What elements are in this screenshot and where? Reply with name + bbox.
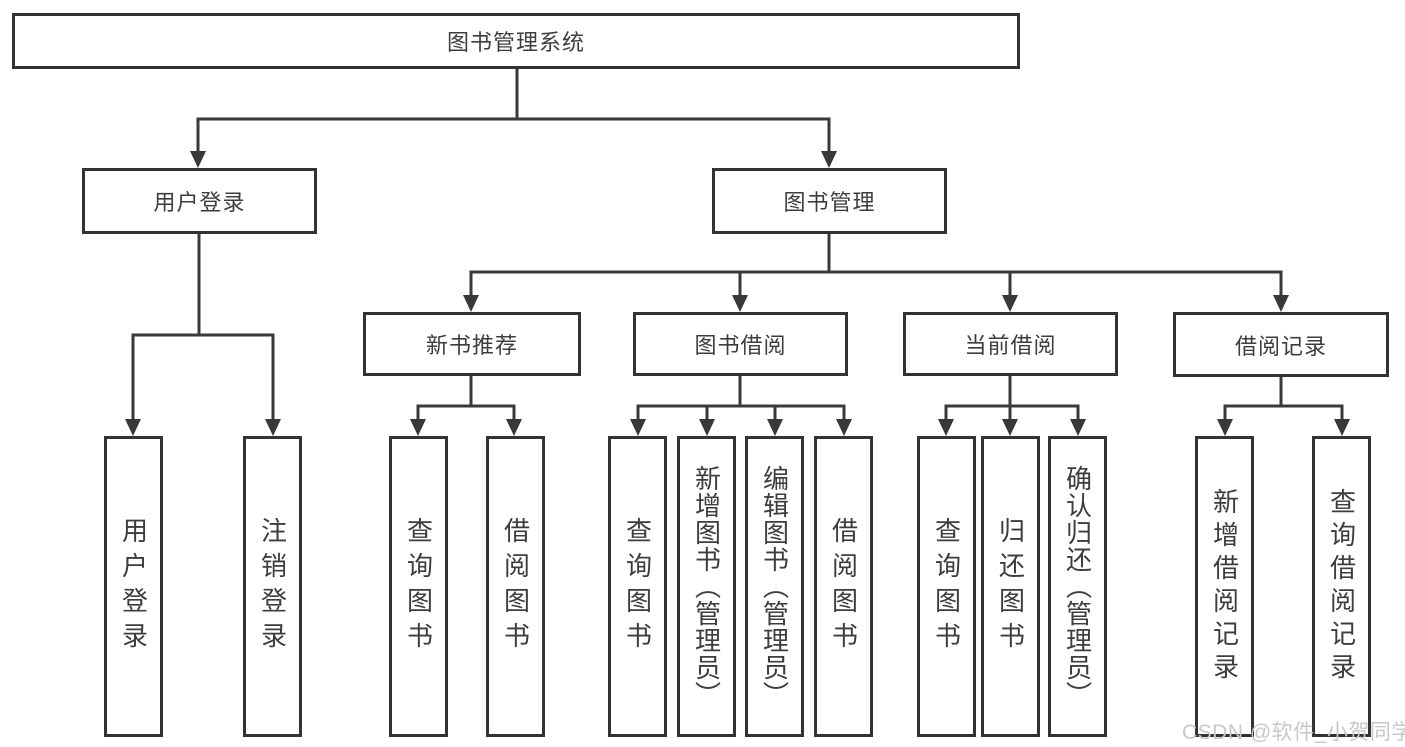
- leaf-label: 新增借阅记录: [1209, 487, 1240, 686]
- node-book-borrowing: 图书借阅: [633, 312, 848, 376]
- leaf-recommend-borrow-books: 借阅图书: [486, 436, 545, 737]
- leaf-confirm-return-admin: 确认归还（管理员）: [1048, 436, 1107, 737]
- node-label: 当前借阅: [964, 333, 1057, 358]
- leaf-current-query-books: 查询图书: [917, 436, 976, 737]
- leaf-query-borrow-record: 查询借阅记录: [1312, 436, 1371, 737]
- leaf-label: 新增图书（管理员）: [691, 465, 722, 708]
- node-book-management: 图书管理: [712, 168, 947, 234]
- leaf-label: 确认归还（管理员）: [1062, 465, 1093, 708]
- node-user-login: 用户登录: [82, 168, 317, 234]
- leaf-add-books-admin: 新增图书（管理员）: [677, 436, 736, 737]
- leaf-user-login: 用户登录: [104, 436, 163, 737]
- leaf-edit-books-admin: 编辑图书（管理员）: [745, 436, 804, 737]
- node-label: 图书管理: [783, 190, 876, 215]
- node-current-borrowing: 当前借阅: [903, 312, 1118, 376]
- leaf-label: 查询图书: [403, 516, 434, 657]
- node-label: 图书借阅: [694, 333, 787, 358]
- leaf-label: 查询图书: [622, 516, 653, 657]
- leaf-return-books: 归还图书: [981, 436, 1040, 737]
- leaf-label: 借阅图书: [828, 516, 859, 657]
- leaf-logout: 注销登录: [243, 436, 302, 737]
- node-new-book-recommendation: 新书推荐: [363, 312, 581, 376]
- leaf-add-borrow-record: 新增借阅记录: [1195, 436, 1254, 737]
- leaf-label: 用户登录: [118, 516, 149, 657]
- node-label: 新书推荐: [425, 333, 518, 358]
- leaf-label: 借阅图书: [500, 516, 531, 657]
- node-label: 用户登录: [153, 190, 246, 215]
- node-label: 借阅记录: [1234, 333, 1327, 359]
- node-library-management-system: 图书管理系统: [12, 13, 1020, 69]
- leaf-borrowing-borrow-books: 借阅图书: [814, 436, 873, 737]
- node-label: 图书管理系统: [446, 30, 585, 55]
- csdn-watermark: CSDN @软件_小贺同学: [1182, 721, 1405, 744]
- node-borrowing-records: 借阅记录: [1173, 312, 1389, 377]
- leaf-label: 查询图书: [931, 516, 962, 657]
- leaf-label: 查询借阅记录: [1326, 487, 1357, 686]
- leaf-recommend-query-books: 查询图书: [389, 436, 448, 737]
- leaf-borrowing-query-books: 查询图书: [608, 436, 667, 737]
- leaf-label: 归还图书: [995, 516, 1026, 657]
- leaf-label: 编辑图书（管理员）: [759, 465, 790, 708]
- leaf-label: 注销登录: [257, 516, 288, 657]
